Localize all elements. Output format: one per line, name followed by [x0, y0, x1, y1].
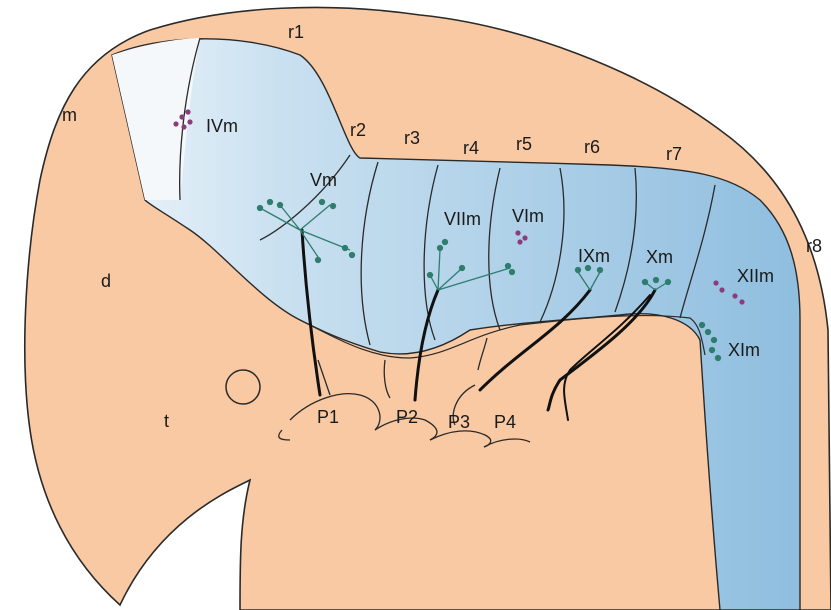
- label-m: m: [62, 105, 77, 125]
- label-r8: r8: [806, 236, 822, 256]
- label-Vm: Vm: [310, 170, 337, 190]
- label-d: d: [101, 271, 111, 291]
- label-r4: r4: [463, 138, 479, 158]
- label-r6: r6: [584, 137, 600, 157]
- label-XIIm: XIIm: [737, 266, 774, 286]
- label-r1: r1: [288, 22, 304, 42]
- label-t: t: [164, 411, 169, 431]
- label-P3: P3: [448, 412, 470, 432]
- label-P2: P2: [396, 407, 418, 427]
- label-r7: r7: [666, 144, 682, 164]
- label-XIm: XIm: [728, 340, 760, 360]
- label-Xm: Xm: [646, 247, 673, 267]
- label-IXm: IXm: [578, 246, 610, 266]
- label-VIIm: VIIm: [444, 209, 481, 229]
- label-IVm: IVm: [206, 116, 238, 136]
- label-r3: r3: [404, 128, 420, 148]
- label-P4: P4: [494, 412, 516, 432]
- label-r2: r2: [350, 120, 366, 140]
- label-P1: P1: [317, 407, 339, 427]
- label-VIm: VIm: [512, 206, 544, 226]
- label-r5: r5: [516, 134, 532, 154]
